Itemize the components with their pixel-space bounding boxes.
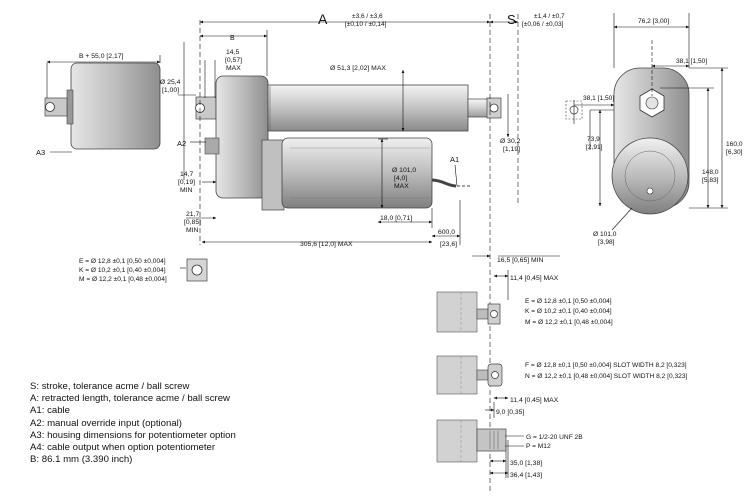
manual-override: [204, 137, 220, 155]
dim-d30-in: [1,19]: [503, 146, 520, 153]
dim-11-4-a: 11,4 [0,45] MAX: [510, 275, 559, 282]
spec-r3-G: G = 1/2-20 UNF 2B: [526, 434, 583, 441]
motor-body: [281, 137, 433, 209]
dim-B: B: [230, 35, 235, 42]
dim-14-7-in: [0,19]: [178, 179, 195, 186]
dim-600-in: [23,6]: [440, 241, 457, 248]
dim-148: 148,0: [702, 169, 719, 176]
dim-A: A: [318, 11, 328, 27]
legend-line: A3: housing dimensions for potentiometer…: [30, 429, 236, 441]
dim-d51: Ø 51,3 [2,02] MAX: [330, 65, 386, 72]
legend-notes: S: stroke, tolerance acme / ball screw A…: [30, 381, 330, 466]
outer-tube: [267, 84, 469, 132]
dim-36-4: 36,4 [1,43]: [510, 472, 542, 479]
dim-14-5: 14,5: [226, 49, 239, 56]
dim-14-7-min: MIN: [180, 187, 193, 194]
rod-end-variant-2: [436, 355, 503, 395]
dim-9: 9,0 [0,35]: [496, 409, 524, 416]
actuator-end-view: [565, 67, 690, 215]
spec-left-E: E = Ø 12,8 ±0,1 [0,50 ±0,004]: [79, 258, 166, 265]
spec-r1-K: K = Ø 10,2 ±0,1 [0,40 ±0,004]: [525, 308, 612, 315]
dim-148-in: [5,83]: [702, 177, 719, 184]
dim-14-5-max: MAX: [226, 65, 241, 72]
dim-305: 305,6 [12,0] MAX: [300, 241, 353, 248]
dim-11-4-b: 11,4 [0,45] MAX: [510, 397, 559, 404]
dim-73-9: 73,9: [587, 136, 600, 143]
dim-d25-in: [1,00]: [162, 87, 179, 94]
callout-A2: A2: [177, 139, 186, 148]
dim-S-tol-in: [±0,06 / ±0,03]: [522, 21, 564, 28]
end-view-dimension-lines: [573, 13, 728, 231]
legend-line: S: stroke, tolerance acme / ball screw: [30, 381, 190, 392]
dim-14-5-in: [0,57]: [225, 57, 242, 64]
rod-eye-hole: [489, 103, 499, 113]
housing-flange: [66, 89, 74, 125]
dim-21-7-min: MIN: [186, 227, 199, 234]
dim-21-7: 21,7: [186, 211, 199, 218]
dim-d25: Ø 25,4: [160, 79, 181, 86]
main-dimension-lines: [46, 14, 560, 494]
spec-r2-N: N = Ø 12,2 ±0,1 [0,48 ±0,004] SLOT WIDTH…: [525, 373, 688, 380]
dim-A-tol-in: [±0,10 / ±0,14]: [345, 21, 387, 28]
callout-A3: A3: [36, 148, 45, 157]
dim-76-2: 76,2 [3,00]: [638, 18, 669, 25]
dim-73-9-in: [2,91]: [586, 144, 603, 151]
spec-left-M: M = Ø 12,2 ±0,1 [0,48 ±0,004]: [79, 276, 167, 283]
motor-flange: [261, 139, 285, 211]
gear-housing: [215, 75, 269, 199]
rod-end-variant-3: [436, 419, 507, 463]
dim-d30: Ø 30,2: [500, 138, 521, 145]
dim-A-tol: ±3,6 / ±3,6: [352, 13, 383, 20]
dim-600: 600,0: [438, 229, 455, 236]
dim-16-5: 16,5 [0,65] MIN: [497, 257, 544, 264]
dim-21-7-in: [0,85]: [184, 219, 201, 226]
dim-14-7: 14,7: [180, 171, 193, 178]
spec-r3-P: P = M12: [526, 443, 551, 450]
dim-d101-end: Ø 101,0: [593, 231, 617, 238]
dim-d101-max: MAX: [394, 183, 409, 190]
legend-line: B: 86.1 mm (3.390 inch): [30, 454, 133, 466]
dim-S: S: [507, 12, 516, 27]
legend-line: A1: cable: [30, 405, 71, 417]
spec-r2-F: F = Ø 12,8 ±0,1 [0,50 ±0,004] SLOT WIDTH…: [525, 362, 687, 369]
rear-clevis-hole: [45, 102, 55, 112]
left-eye-detail: [186, 258, 208, 282]
spec-r1-E: E = Ø 12,8 ±0,1 [0,50 ±0,004]: [525, 298, 612, 305]
potentiometer-housing-view: [44, 62, 161, 150]
legend-line: A: retracted length, tolerance acme / ba…: [30, 393, 230, 405]
dim-38-1-b: 38,1 [1,50]: [583, 95, 614, 102]
dim-160: 160,0: [726, 141, 743, 148]
dim-18: 18,0 [0,71]: [380, 215, 412, 222]
cable: [431, 178, 457, 188]
spec-left-K: K = Ø 10,2 ±0,1 [0,40 ±0,004]: [79, 267, 166, 274]
dim-d101-end-in: [3,98]: [598, 239, 615, 246]
dim-d101: Ø 101,0: [392, 167, 416, 174]
rod-end-variant-1: [436, 291, 501, 333]
dim-35: 35,0 [1,38]: [510, 460, 542, 467]
callout-A1: A1: [450, 155, 459, 164]
actuator-side-view: [195, 75, 502, 211]
potentiometer-housing: [70, 62, 161, 150]
legend-line: A4: cable output when option potentiomet…: [30, 442, 216, 454]
dim-B-plus: B + 55,0 [2,17]: [79, 53, 124, 60]
callout-leaders: [50, 141, 458, 269]
dim-160-in: [6,30]: [726, 149, 743, 156]
dim-S-tol: ±1,4 / ±0,7: [534, 13, 565, 20]
end-view-motor: [611, 137, 689, 215]
dim-38-1-a: 38,1 [1,50]: [676, 58, 707, 65]
spec-r1-M: M = Ø 12,2 ±0,1 [0,48 ±0,004]: [525, 319, 613, 326]
dim-d101-in: [4,0]: [394, 175, 407, 182]
legend-line: A2: manual override input (optional): [30, 417, 182, 429]
